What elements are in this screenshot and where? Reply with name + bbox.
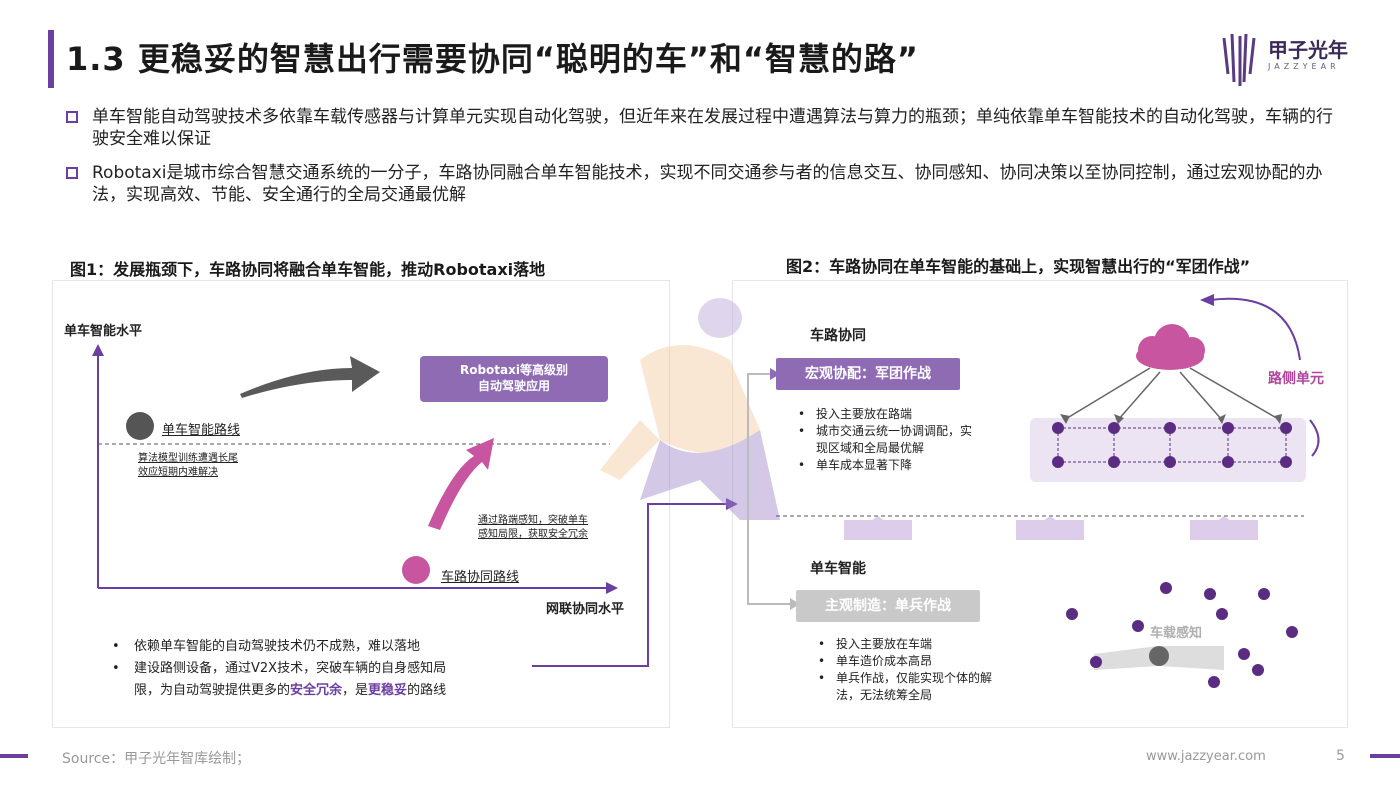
source-note: Source：甲子光年智库绘制； [62, 751, 251, 767]
coop-section-label: 车路协同 [810, 328, 866, 344]
coop-note-line2: 感知局限，获取安全冗余 [478, 529, 588, 540]
figure1-title: 图1：发展瓶颈下，车路协同将融合单车智能，推动Robotaxi落地 [70, 260, 546, 279]
coop-note-line1: 通过路端感知，突破单车 [478, 515, 588, 526]
point2-text: 建设路侧设备，通过V2X技术，突破车辆的自身感知局 [134, 661, 447, 676]
logo-mark-icon [1222, 33, 1256, 86]
micro-arrow-icon [790, 598, 800, 610]
macro-point2a: 城市交通云统一协调调配，实 [816, 424, 973, 438]
vehicle-sensor-dot [1149, 646, 1169, 666]
logo-subtext: JAZZYEAR [1268, 62, 1340, 71]
coop-route-dot [402, 556, 430, 584]
micro-manufacture-box: 主观制造：单兵作战 [796, 590, 980, 622]
x-axis-label: 网联协同水平 [546, 602, 625, 617]
macro-coordination-box: 宏观协配：军团作战 [776, 358, 960, 390]
highlight-stable: 更稳妥 [368, 683, 408, 698]
brand-logo: 甲子光年 JAZZYEAR [1222, 33, 1372, 86]
scattered-vehicle-dots [1066, 582, 1298, 688]
rsu-nodes [1052, 422, 1292, 468]
coop-route-arrow-icon [428, 438, 494, 530]
x-axis-arrow-icon [606, 582, 618, 594]
page-number: 5 [1336, 748, 1345, 764]
cloud-link-arrows-icon [1060, 414, 1282, 424]
bullet-text: 单车智能自动驾驶技术多依靠车载传感器与计算单元实现自动化驾驶，但近年来在发展过程… [92, 107, 1333, 149]
point3-pre: 限，为自动驾驶提供更多的 [134, 683, 291, 698]
intro-bullet: 单车智能自动驾驶技术多依靠车载传感器与计算单元实现自动化驾驶，但近年来在发展过程… [66, 106, 1346, 150]
list-item: 投入主要放在车端 [816, 636, 1036, 653]
roadside-curve [1309, 419, 1320, 457]
connector-line [532, 503, 730, 667]
robotaxi-box: Robotaxi等高级别 自动驾驶应用 [420, 356, 608, 402]
single-route-dot [126, 412, 154, 440]
square-bullet-icon [66, 111, 78, 123]
robotaxi-line2: 自动驾驶应用 [477, 379, 550, 393]
point3-post: 的路线 [407, 683, 447, 698]
point3-mid: ，是 [342, 683, 369, 698]
list-item: 单车造价成本高昂 [816, 653, 1036, 670]
figure2-title: 图2：车路协同在单车智能的基础上，实现智慧出行的“军团作战” [786, 257, 1251, 276]
roadside-unit-label: 路侧单元 [1268, 371, 1324, 387]
y-axis-arrow-icon [92, 344, 104, 356]
rsu-house-icons [844, 516, 1258, 540]
cloud-icon [1136, 324, 1205, 370]
figure1-points: 依赖单车智能的自动驾驶技术仍不成熟，难以落地 建设路侧设备，通过V2X技术，突破… [112, 636, 532, 702]
page-title: 1.3 更稳妥的智慧出行需要协同“聪明的车”和“智慧的路” [66, 40, 919, 78]
fig2-left-connector [747, 373, 794, 605]
feedback-arrow-icon [1200, 294, 1214, 306]
feedback-curve [1209, 297, 1301, 361]
robotaxi-line1: Robotaxi等高级别 [459, 363, 568, 377]
onboard-sensing-label: 车载感知 [1150, 626, 1203, 641]
bullet-text: Robotaxi是城市综合智慧交通系统的一分子，车路协同融合单车智能技术，实现不… [92, 163, 1323, 205]
list-item: 投入主要放在路端 [796, 406, 1016, 423]
y-axis-label: 单车智能水平 [64, 324, 143, 339]
sensor-beam-right [1160, 646, 1224, 670]
list-item: 单车成本显著下降 [796, 457, 1016, 474]
runner-illustration-icon [600, 298, 780, 520]
macro-arrow-icon [770, 368, 780, 380]
single-route-arrow-icon [240, 356, 380, 398]
single-section-label: 单车智能 [810, 561, 866, 577]
cloud-links [1063, 367, 1281, 421]
macro-point2b: 现区域和全局最优解 [816, 441, 925, 455]
logo-text: 甲子光年 [1268, 38, 1348, 62]
coop-route-label: 车路协同路线 [441, 570, 520, 585]
coop-route-note: 通过路端感知，突破单车 感知局限，获取安全冗余 [478, 514, 588, 542]
title-accent-bar [48, 30, 54, 88]
footer-accent-left [0, 754, 28, 758]
square-bullet-icon [66, 167, 78, 179]
single-route-label: 单车智能路线 [162, 423, 241, 438]
footer-accent-right [1370, 754, 1400, 758]
list-item: 依赖单车智能的自动驾驶技术仍不成熟，难以落地 [112, 636, 532, 658]
single-route-note: 算法模型训练遭遇长尾 效应短期内难解决 [138, 452, 238, 480]
intro-bullet: Robotaxi是城市综合智慧交通系统的一分子，车路协同融合单车智能技术，实现不… [66, 162, 1346, 206]
roadside-band [1030, 418, 1306, 482]
single-note-line1: 算法模型训练遭遇长尾 [138, 453, 238, 464]
intro-bullets: 单车智能自动驾驶技术多依靠车载传感器与计算单元实现自动化驾驶，但近年来在发展过程… [66, 106, 1346, 218]
micro-point3b: 法，无法统筹全局 [836, 688, 933, 702]
micro-point3a: 单兵作战，仅能实现个体的解 [836, 671, 993, 685]
connector-arrow-icon [726, 498, 738, 510]
list-item: 建设路侧设备，通过V2X技术，突破车辆的自身感知局 限，为自动驾驶提供更多的安全… [112, 658, 532, 702]
sensor-beam-left [1094, 646, 1158, 670]
website-url: www.jazzyear.com [1146, 749, 1266, 764]
highlight-safety: 安全冗余 [290, 683, 343, 698]
single-note-line2: 效应短期内难解决 [138, 467, 218, 478]
